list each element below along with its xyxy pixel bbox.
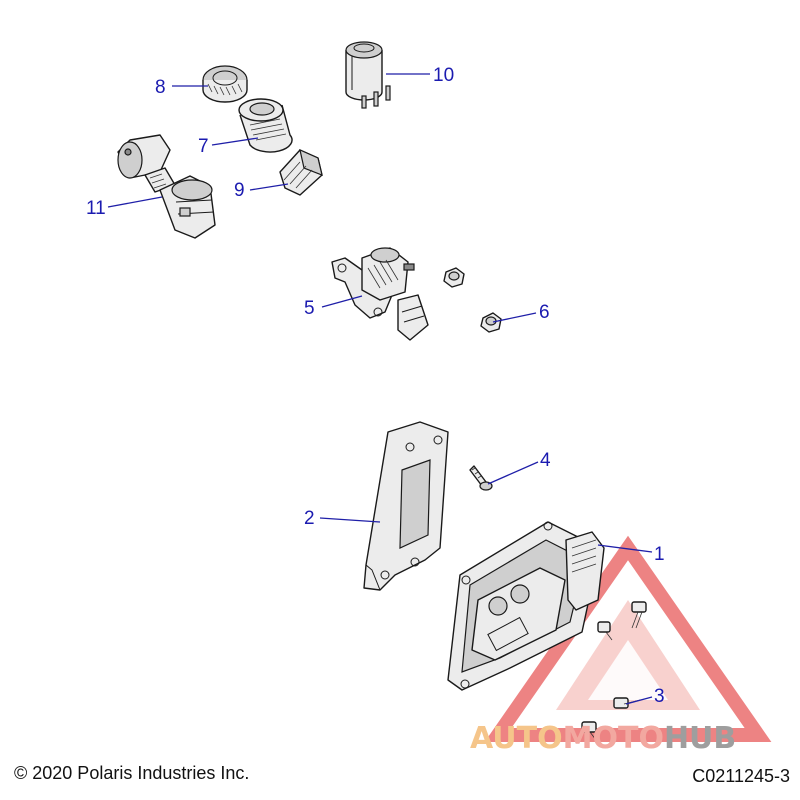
leader-5 [321, 295, 363, 308]
callout-1: 1 [654, 544, 665, 565]
part-10-relay [345, 41, 391, 109]
diagram-code: C0211245-3 [692, 766, 790, 786]
copyright-notice: © 2020 Polaris Industries Inc. [14, 763, 250, 783]
part-7-socket [238, 98, 293, 153]
callout-6: 6 [539, 302, 550, 323]
leader-lines [107, 73, 653, 705]
callouts: 1 2 3 4 5 6 7 8 9 10 11 [86, 65, 665, 707]
part-4-screw [469, 465, 493, 491]
part-6-nut-upper [443, 267, 465, 288]
part-5-switch-bracket [331, 247, 429, 341]
leader-6 [492, 312, 537, 323]
part-3-bolt-d [581, 721, 597, 741]
callout-7: 7 [198, 136, 209, 157]
part-9-cap [279, 148, 323, 196]
watermark-moto: MOTO [563, 721, 664, 756]
callout-9: 9 [234, 180, 245, 201]
leader-2 [319, 517, 381, 523]
svg-text:AUTOMOTOHUB: AUTOMOTOHUB [470, 721, 736, 756]
watermark-wordmark: AUTOMOTOHUB [470, 721, 736, 756]
leader-7 [211, 137, 259, 146]
callout-11: 11 [86, 198, 106, 219]
leader-9 [249, 183, 289, 191]
callout-3: 3 [654, 686, 665, 707]
part-11-ignition-switch [117, 134, 216, 239]
leader-4 [487, 461, 539, 485]
watermark-hub: HUB [664, 721, 736, 756]
part-1-ecu-module [447, 521, 605, 691]
callout-8: 8 [155, 77, 166, 98]
part-2-mounting-bracket [363, 421, 449, 591]
part-8-ring-nut [202, 65, 248, 103]
callout-2: 2 [304, 508, 315, 529]
part-3-bolt-b [597, 621, 613, 641]
callout-10: 10 [433, 65, 454, 86]
part-6-nut-lower [480, 312, 502, 333]
part-3-bolt-a [631, 601, 647, 629]
watermark-auto: AUTO [470, 721, 563, 756]
leader-3 [625, 696, 653, 705]
leader-11 [107, 196, 163, 208]
leader-1 [597, 544, 653, 553]
callout-5: 5 [304, 298, 315, 319]
callout-4: 4 [540, 450, 551, 471]
